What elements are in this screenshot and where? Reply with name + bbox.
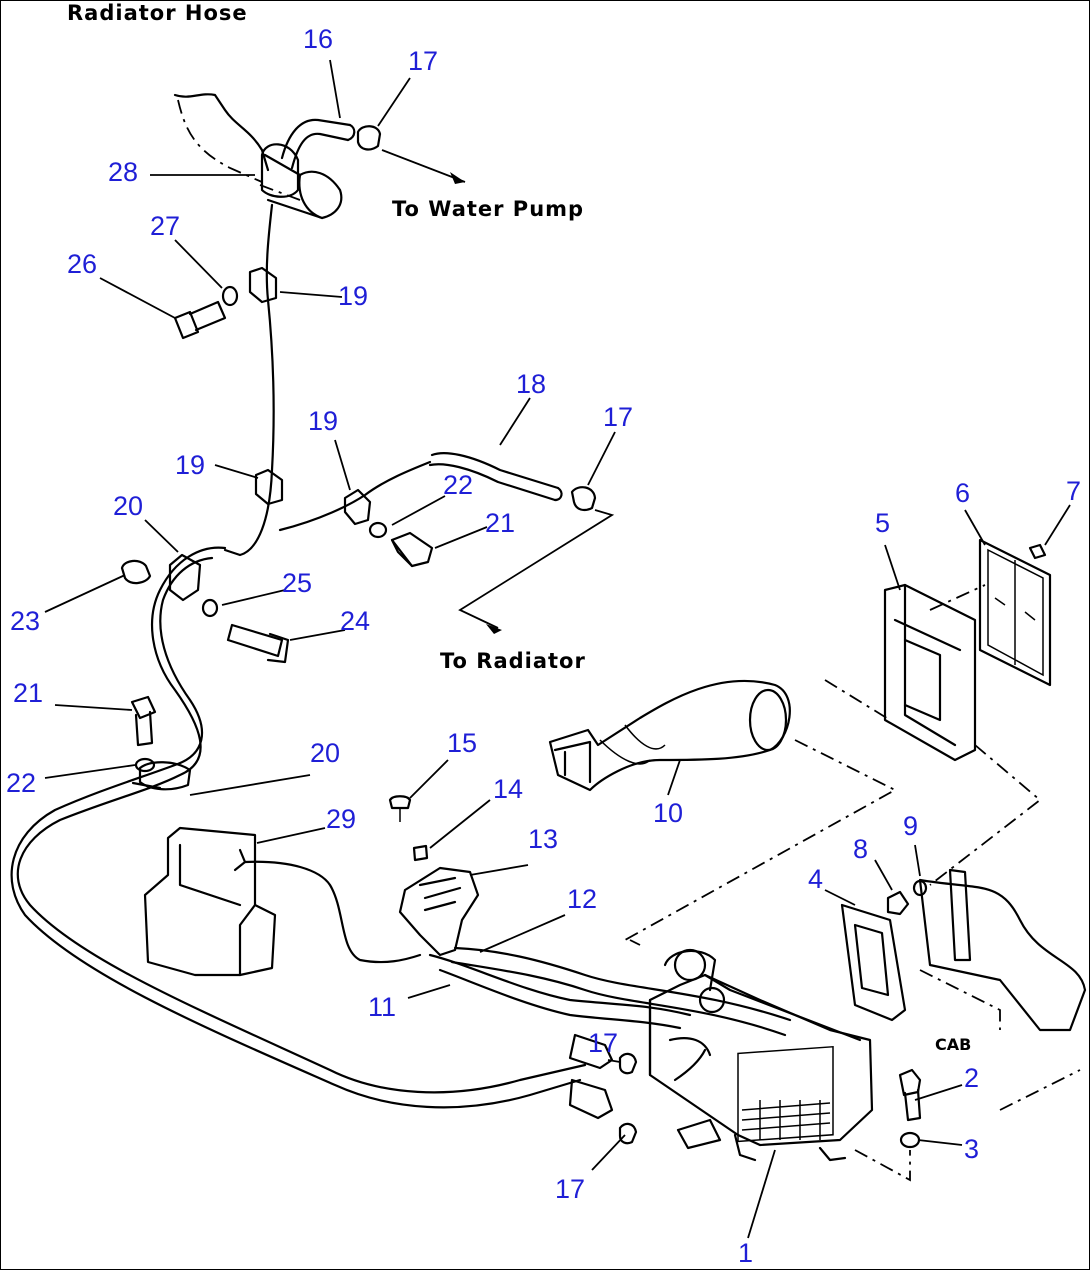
drain-tube (223, 203, 275, 557)
clamp-17-mid (570, 486, 597, 512)
callout-20-lower: 20 (310, 738, 340, 768)
callout-8: 8 (853, 834, 868, 864)
filter-5 (883, 583, 977, 762)
filter-6 (978, 538, 1052, 687)
callout-15: 15 (447, 728, 477, 758)
callout-26: 26 (67, 249, 97, 279)
bolt-26 (173, 300, 227, 340)
callout-19-upper: 19 (338, 281, 368, 311)
screw-15 (388, 795, 412, 822)
callout-9: 9 (903, 811, 918, 841)
callout-29: 29 (326, 804, 356, 834)
bolt-21-top (390, 531, 434, 568)
note-radiator-hose: Radiator Hose (67, 1, 248, 25)
clamp-28 (260, 143, 300, 198)
clamp-19-right (343, 488, 372, 526)
note-to-water-pump: To Water Pump (392, 197, 584, 221)
callout-22-left: 22 (6, 768, 36, 798)
plug-14 (412, 844, 429, 862)
hose-short-17 (568, 1033, 722, 1150)
callout-5: 5 (875, 508, 890, 538)
heater-hose-20 (10, 546, 587, 1109)
callout-10: 10 (653, 798, 683, 828)
duct-10 (548, 679, 791, 792)
callout-17-mid: 17 (603, 402, 633, 432)
callout-6: 6 (955, 478, 970, 508)
assembly-lines (259, 184, 1081, 1182)
hose-11-12 (428, 946, 792, 1037)
callout-17-low-a: 17 (588, 1028, 618, 1058)
washer-25 (201, 598, 219, 618)
control-box-29 (143, 826, 277, 977)
cab-body (918, 868, 1087, 1032)
callout-3: 3 (964, 1134, 979, 1164)
callout-7: 7 (1066, 476, 1081, 506)
washer-22-top (368, 521, 388, 539)
callout-24: 24 (340, 606, 370, 636)
clip-7 (1028, 543, 1047, 560)
callout-leaders (44, 59, 1071, 1239)
bolt-2 (898, 1068, 922, 1122)
to-radiator-line (458, 509, 615, 634)
callout-1: 1 (738, 1238, 753, 1268)
callout-22-top: 22 (443, 470, 473, 500)
callout-2: 2 (964, 1063, 979, 1093)
cap-23 (120, 559, 152, 585)
frame-4 (840, 903, 907, 1022)
bolt-24 (226, 623, 290, 664)
tube-branch (278, 460, 432, 532)
arrow-to-water-pump (381, 149, 466, 184)
callout-16: 16 (303, 24, 333, 54)
valve-13 (398, 866, 480, 957)
callout-28: 28 (108, 157, 138, 187)
callout-23: 23 (10, 606, 40, 636)
clamp-19-upper (248, 266, 278, 304)
clamp-19-mid (254, 468, 284, 506)
hose-18 (428, 452, 563, 502)
bolt-21-left (130, 695, 157, 747)
clamp-20-upper (168, 553, 202, 602)
callout-20-upper: 20 (113, 491, 143, 521)
note-to-radiator: To Radiator (440, 649, 586, 673)
cable-29 (243, 860, 422, 964)
washer-27 (221, 285, 239, 307)
callout-13: 13 (528, 824, 558, 854)
callout-11: 11 (368, 992, 396, 1022)
callout-19-mid: 19 (175, 450, 205, 480)
callout-17-low-b: 17 (555, 1174, 585, 1204)
heater-unit-1 (648, 948, 874, 1162)
callout-4: 4 (808, 864, 823, 894)
callout-27: 27 (150, 211, 180, 241)
callout-21-left: 21 (13, 678, 43, 708)
hose-16 (280, 118, 356, 170)
callout-25: 25 (282, 568, 312, 598)
callout-14: 14 (493, 774, 523, 804)
nut-8 (886, 890, 910, 916)
callout-18: 18 (516, 369, 546, 399)
clamp-17-top (356, 125, 382, 151)
callout-12: 12 (567, 884, 597, 914)
radiator-hose (173, 93, 343, 220)
note-cab: CAB (935, 1035, 971, 1054)
callout-17-top: 17 (408, 46, 438, 76)
callout-21-top: 21 (485, 508, 515, 538)
washer-22-left (134, 757, 156, 773)
callout-19-right: 19 (308, 406, 338, 436)
